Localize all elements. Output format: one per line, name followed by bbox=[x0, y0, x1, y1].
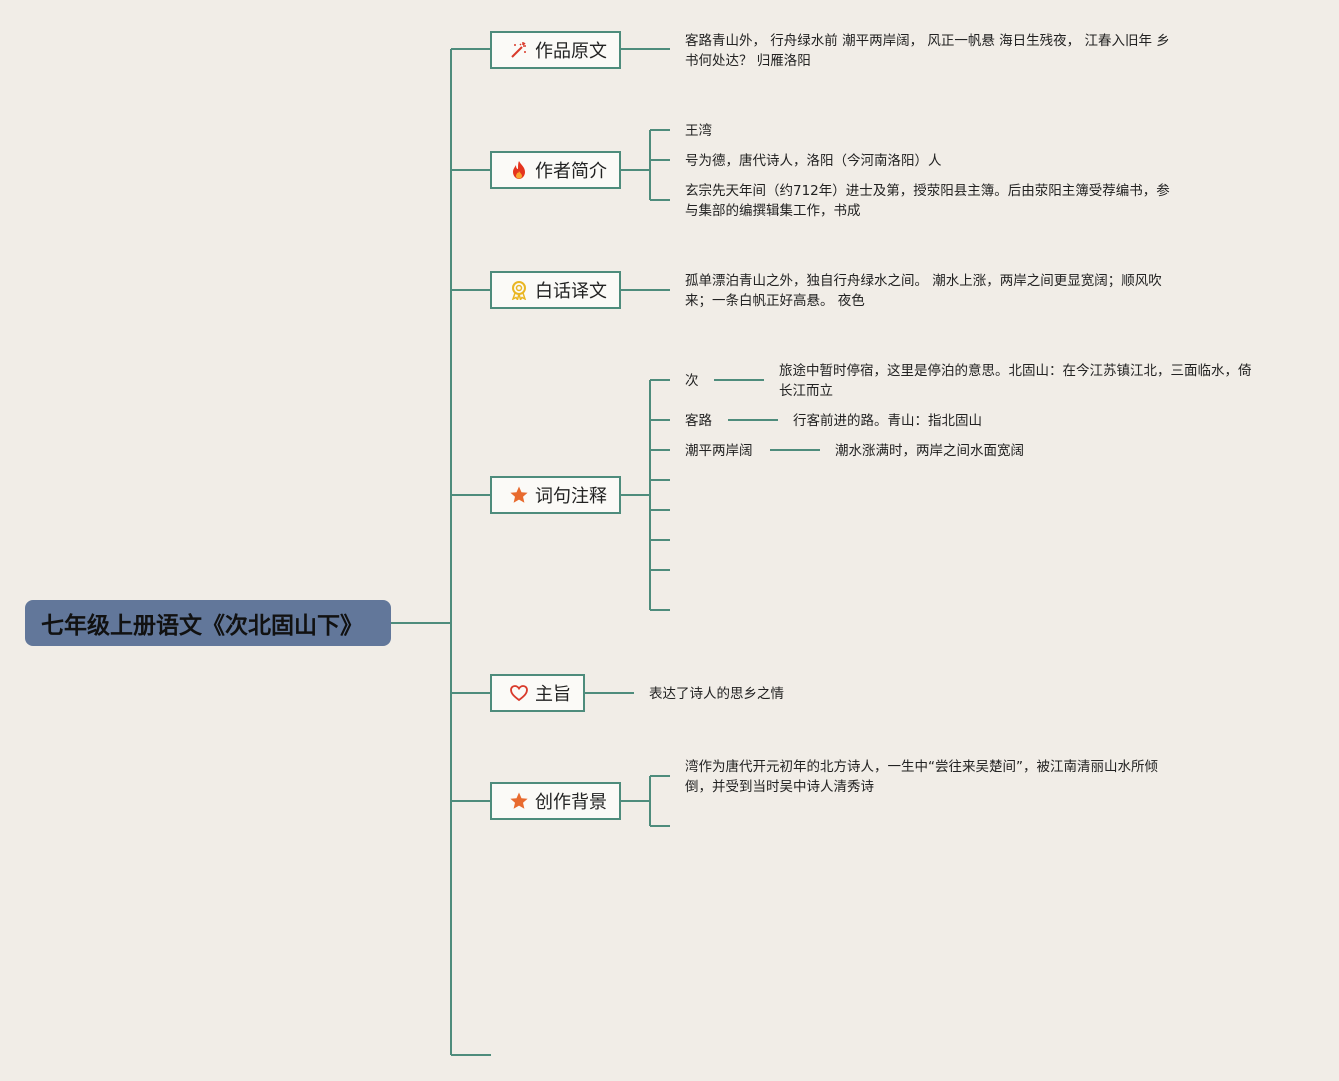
leaf-author-origin[interactable]: 号为德，唐代诗人，洛阳（今河南洛阳）人 bbox=[685, 151, 942, 171]
leaf-line: 行客前进的路。青山：指北固山 bbox=[793, 413, 982, 429]
note-term-ci[interactable]: 次 bbox=[685, 371, 699, 391]
b6-connector bbox=[620, 775, 670, 827]
branch-author-intro[interactable]: 作者简介 bbox=[490, 151, 621, 189]
leaf-line: 书何处达？ 归雁洛阳 bbox=[685, 53, 811, 69]
note-term-chaoping[interactable]: 潮平两岸阔 bbox=[685, 441, 753, 461]
leaf-line: 号为德，唐代诗人，洛阳（今河南洛阳）人 bbox=[685, 153, 942, 169]
leaf-line: 倒，并受到当时吴中诗人清秀诗 bbox=[685, 779, 874, 795]
note-definition-kelu[interactable]: 行客前进的路。青山：指北固山 bbox=[793, 411, 982, 431]
leaf-background[interactable]: 湾作为唐代开元初年的北方诗人，一生中“尝往来吴楚间”，被江南清丽山水所倾 倒，并… bbox=[685, 757, 1158, 797]
leaf-line: 客路青山外， 行舟绿水前 潮平两岸阔， 风正一帆悬 海日生残夜， 江春入旧年 乡 bbox=[685, 33, 1170, 49]
note-term: 潮平两岸阔 bbox=[685, 443, 753, 459]
leaf-author-career[interactable]: 玄宗先天年间（约712年）进士及第，授荥阳县主簿。后由荥阳主簿受荐编书，参 与集… bbox=[685, 181, 1170, 221]
leaf-original-text[interactable]: 客路青山外， 行舟绿水前 潮平两岸阔， 风正一帆悬 海日生残夜， 江春入旧年 乡… bbox=[685, 31, 1170, 71]
branch-label: 白话译文 bbox=[535, 281, 607, 302]
leaf-line: 湾作为唐代开元初年的北方诗人，一生中“尝往来吴楚间”，被江南清丽山水所倾 bbox=[685, 759, 1158, 775]
leaf-line: 长江而立 bbox=[779, 383, 833, 399]
award-ribbon-icon bbox=[508, 279, 530, 301]
note-term: 次 bbox=[685, 373, 699, 389]
star-icon bbox=[508, 790, 530, 812]
branch-original-text[interactable]: 作品原文 bbox=[490, 31, 621, 69]
root-title: 七年级上册语文《次北固山下》 bbox=[41, 613, 363, 639]
heart-icon bbox=[508, 682, 530, 704]
leaf-theme[interactable]: 表达了诗人的思乡之情 bbox=[649, 684, 784, 704]
root-topic[interactable]: 七年级上册语文《次北固山下》 bbox=[25, 600, 391, 646]
leaf-translation[interactable]: 孤单漂泊青山之外，独自行舟绿水之间。 潮水上涨，两岸之间更显宽阔；顺风吹 来；一… bbox=[685, 271, 1162, 311]
note-term-kelu[interactable]: 客路 bbox=[685, 411, 712, 431]
leaf-line: 王湾 bbox=[685, 123, 712, 139]
branch-annotations[interactable]: 词句注释 bbox=[490, 476, 621, 514]
leaf-line: 孤单漂泊青山之外，独自行舟绿水之间。 潮水上涨，两岸之间更显宽阔；顺风吹 bbox=[685, 273, 1162, 289]
branch-background[interactable]: 创作背景 bbox=[490, 782, 621, 820]
leaf-line: 来；一条白帆正好高悬。 夜色 bbox=[685, 293, 865, 309]
leaf-line: 潮水涨满时，两岸之间水面宽阔 bbox=[835, 443, 1024, 459]
fire-icon bbox=[508, 159, 530, 181]
branch-vernacular-translation[interactable]: 白话译文 bbox=[490, 271, 621, 309]
branch-label: 作品原文 bbox=[535, 41, 607, 62]
leaf-author-name[interactable]: 王湾 bbox=[685, 121, 712, 141]
leaf-line: 玄宗先天年间（约712年）进士及第，授荥阳县主簿。后由荥阳主簿受荐编书，参 bbox=[685, 183, 1170, 199]
magic-wand-icon bbox=[508, 39, 530, 61]
branch-label: 作者简介 bbox=[535, 161, 607, 182]
branch-label: 主旨 bbox=[535, 684, 571, 705]
branch-theme[interactable]: 主旨 bbox=[490, 674, 585, 712]
leaf-line: 旅途中暂时停宿，这里是停泊的意思。北固山：在今江苏镇江北，三面临水，倚 bbox=[779, 363, 1252, 379]
note-definition-chaoping[interactable]: 潮水涨满时，两岸之间水面宽阔 bbox=[835, 441, 1024, 461]
b4-connector bbox=[620, 379, 670, 611]
note-definition-ci[interactable]: 旅途中暂时停宿，这里是停泊的意思。北固山：在今江苏镇江北，三面临水，倚 长江而立 bbox=[779, 361, 1252, 401]
leaf-line: 与集部的编撰辑集工作，书成 bbox=[685, 203, 861, 219]
b2-connector bbox=[620, 129, 670, 201]
note-term: 客路 bbox=[685, 413, 712, 429]
leaf-line: 表达了诗人的思乡之情 bbox=[649, 686, 784, 702]
branch-label: 词句注释 bbox=[535, 486, 607, 507]
star-icon bbox=[508, 484, 530, 506]
branch-label: 创作背景 bbox=[535, 792, 607, 813]
